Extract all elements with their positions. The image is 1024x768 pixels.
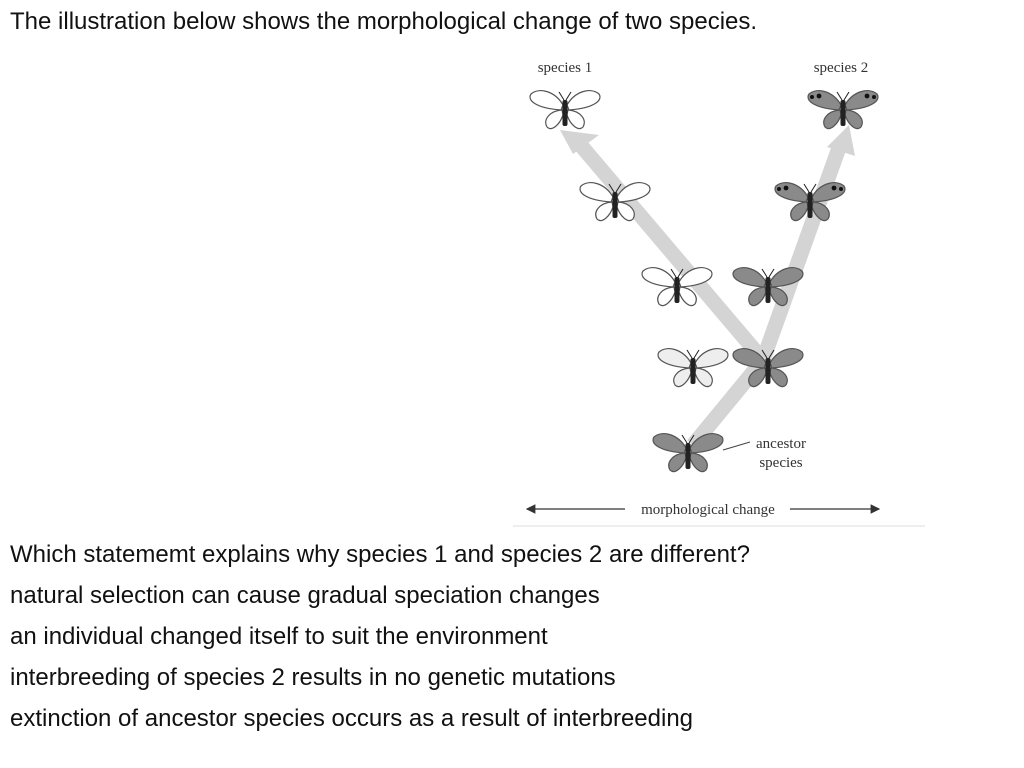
ancestor-label-line2: species — [759, 455, 802, 471]
answer-option[interactable]: interbreeding of species 2 results in no… — [10, 664, 616, 691]
species2-spots-top — [810, 93, 876, 99]
speciation-diagram: species 1 species 2 ancestor species mor… — [513, 60, 925, 527]
answer-option[interactable]: an individual changed itself to suit the… — [10, 623, 548, 650]
answer-option[interactable]: natural selection can cause gradual spec… — [10, 582, 600, 609]
pathway-arrows — [560, 125, 855, 450]
axis-label: morphological change — [641, 502, 775, 518]
species1-butterfly-lower — [657, 348, 729, 388]
species2-label: species 2 — [814, 60, 869, 76]
question-text: Which statememt explains why species 1 a… — [10, 541, 750, 568]
ancestor-pointer-line — [722, 441, 751, 451]
answer-option[interactable]: extinction of ancestor species occurs as… — [10, 705, 694, 732]
ancestor-label-line1: ancestor — [756, 436, 806, 452]
species2-spots-upper — [777, 185, 843, 191]
intro-text: The illustration below shows the morphol… — [10, 8, 758, 35]
species1-butterfly-top — [529, 90, 601, 130]
species1-label: species 1 — [538, 60, 593, 76]
